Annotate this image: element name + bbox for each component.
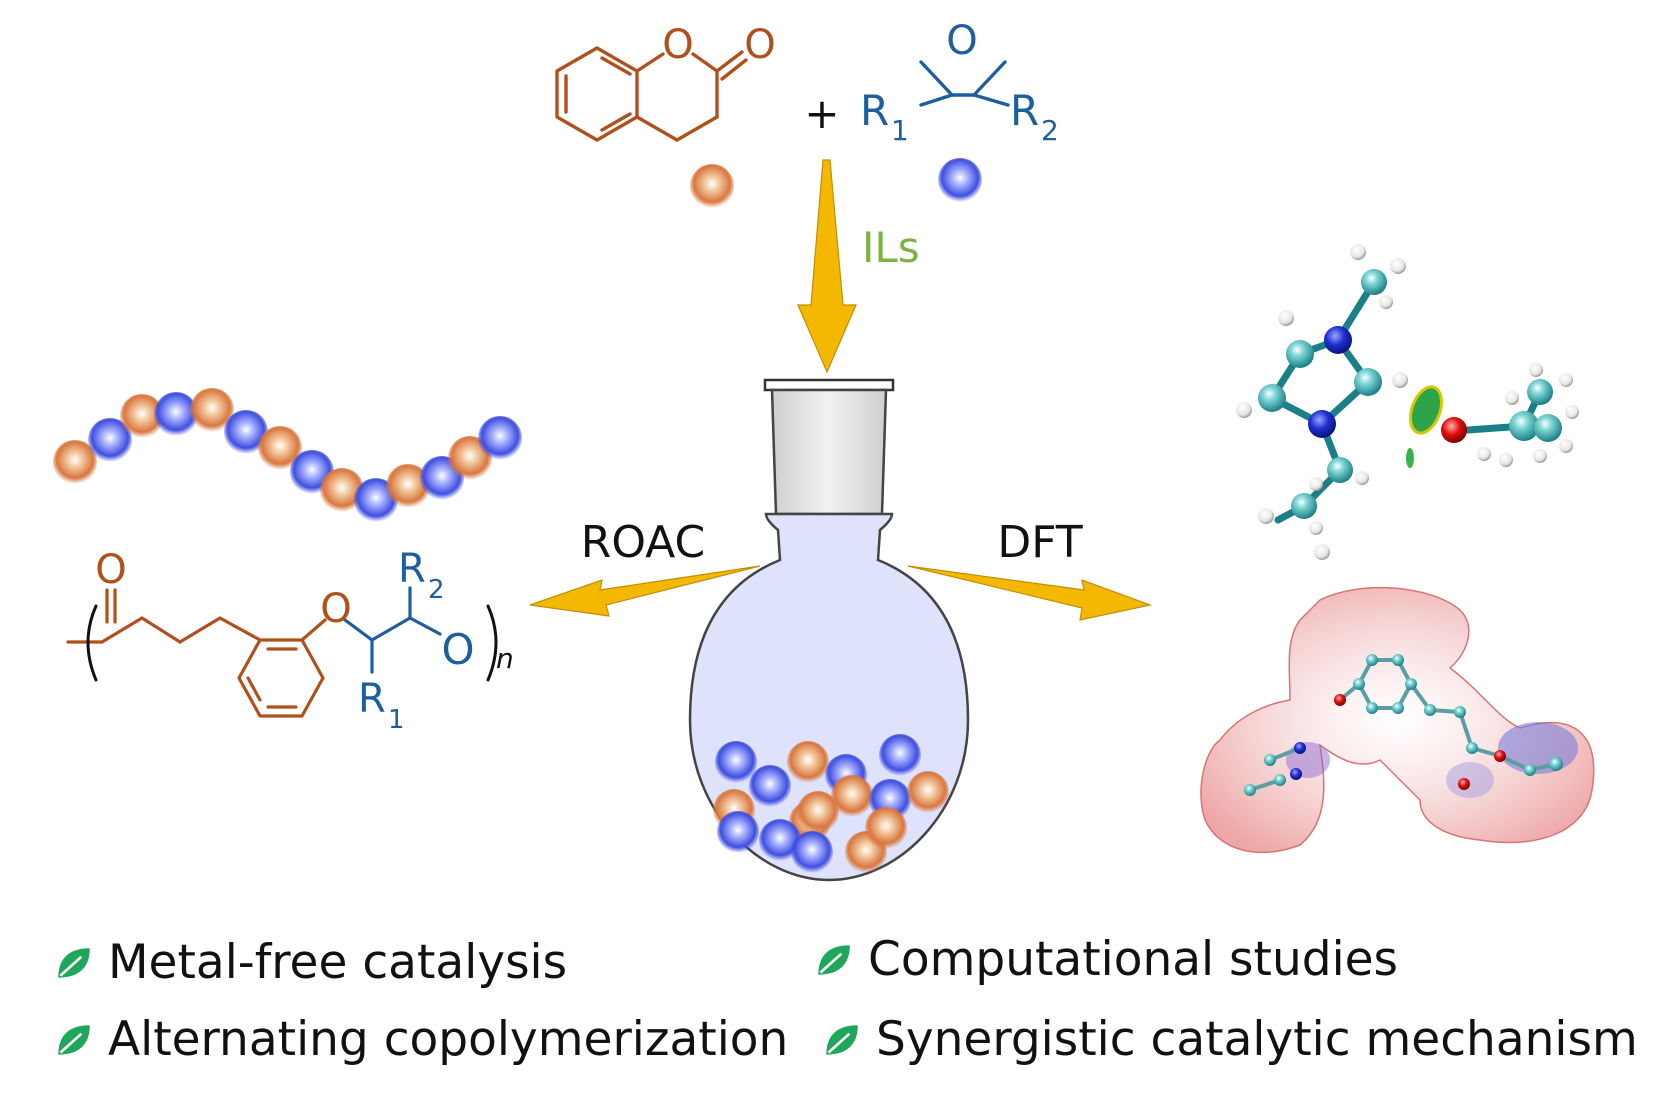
blue-monomer-ball [879, 734, 921, 776]
polymer-r1-subscript: 1 [388, 705, 405, 735]
orange-monomer-ball [386, 464, 430, 508]
right-arrow [907, 565, 1153, 621]
right-arrow-label: DFT [997, 517, 1082, 568]
blue-monomer-ball [759, 819, 801, 861]
blue-monomer-ball [224, 410, 268, 454]
polymer-r1: R [358, 676, 386, 722]
epoxide-r2-subscript: 2 [1041, 114, 1059, 147]
down-arrow [797, 159, 857, 374]
lactone-carbonyl-oxygen: O [744, 22, 775, 68]
blue-monomer-ball [88, 418, 132, 462]
ionic-liquid-3d-model [1236, 244, 1579, 560]
polymer-repeat-unit [66, 586, 498, 718]
blue-monomer-ball [717, 811, 759, 853]
left-arrow-label: ROAC [581, 517, 705, 568]
orange-monomer-ball [787, 741, 829, 783]
epoxide-structure [919, 60, 1010, 107]
orange-monomer-ball [120, 394, 164, 438]
epoxide-r2: R [1010, 86, 1039, 135]
orange-monomer-ball [831, 775, 873, 817]
catalyst-label: ILs [862, 223, 920, 272]
orange-monomer-ball [320, 468, 364, 512]
copolymer-chain-balls [53, 388, 522, 522]
epoxide-oxygen: O [946, 18, 977, 64]
polymer-chain-oxygen: O [441, 625, 474, 674]
plus-sign: + [804, 89, 839, 138]
electrostatic-potential-surface [1200, 586, 1595, 853]
blue-monomer-ball [478, 416, 522, 460]
orange-monomer-ball [258, 426, 302, 470]
dihydrocoumarin-structure [555, 46, 748, 142]
flask-contents [713, 734, 949, 873]
orange-monomer-ball [190, 388, 234, 432]
orange-monomer-ball [907, 771, 949, 813]
orange-monomer-ball [53, 440, 97, 484]
blue-monomer-ball [791, 831, 833, 873]
polymer-ether-oxygen: O [320, 586, 351, 632]
epoxide-r1-subscript: 1 [891, 114, 909, 147]
polymer-r2-subscript: 2 [428, 575, 445, 605]
lactone-ring-oxygen: O [662, 22, 693, 68]
left-arrow [529, 565, 761, 617]
epoxide-r1: R [860, 86, 889, 135]
orange-monomer-ball [797, 791, 839, 833]
polymer-repeat-n: n [496, 642, 514, 675]
epoxide-monomer-ball [938, 158, 982, 202]
orange-monomer-ball [865, 807, 907, 849]
polymer-carbonyl-oxygen: O [95, 547, 126, 593]
polymer-r2: R [398, 546, 426, 592]
blue-monomer-ball [749, 765, 791, 807]
blue-monomer-ball [715, 741, 757, 783]
lactone-monomer-ball [690, 164, 734, 208]
blue-monomer-ball [154, 392, 198, 436]
